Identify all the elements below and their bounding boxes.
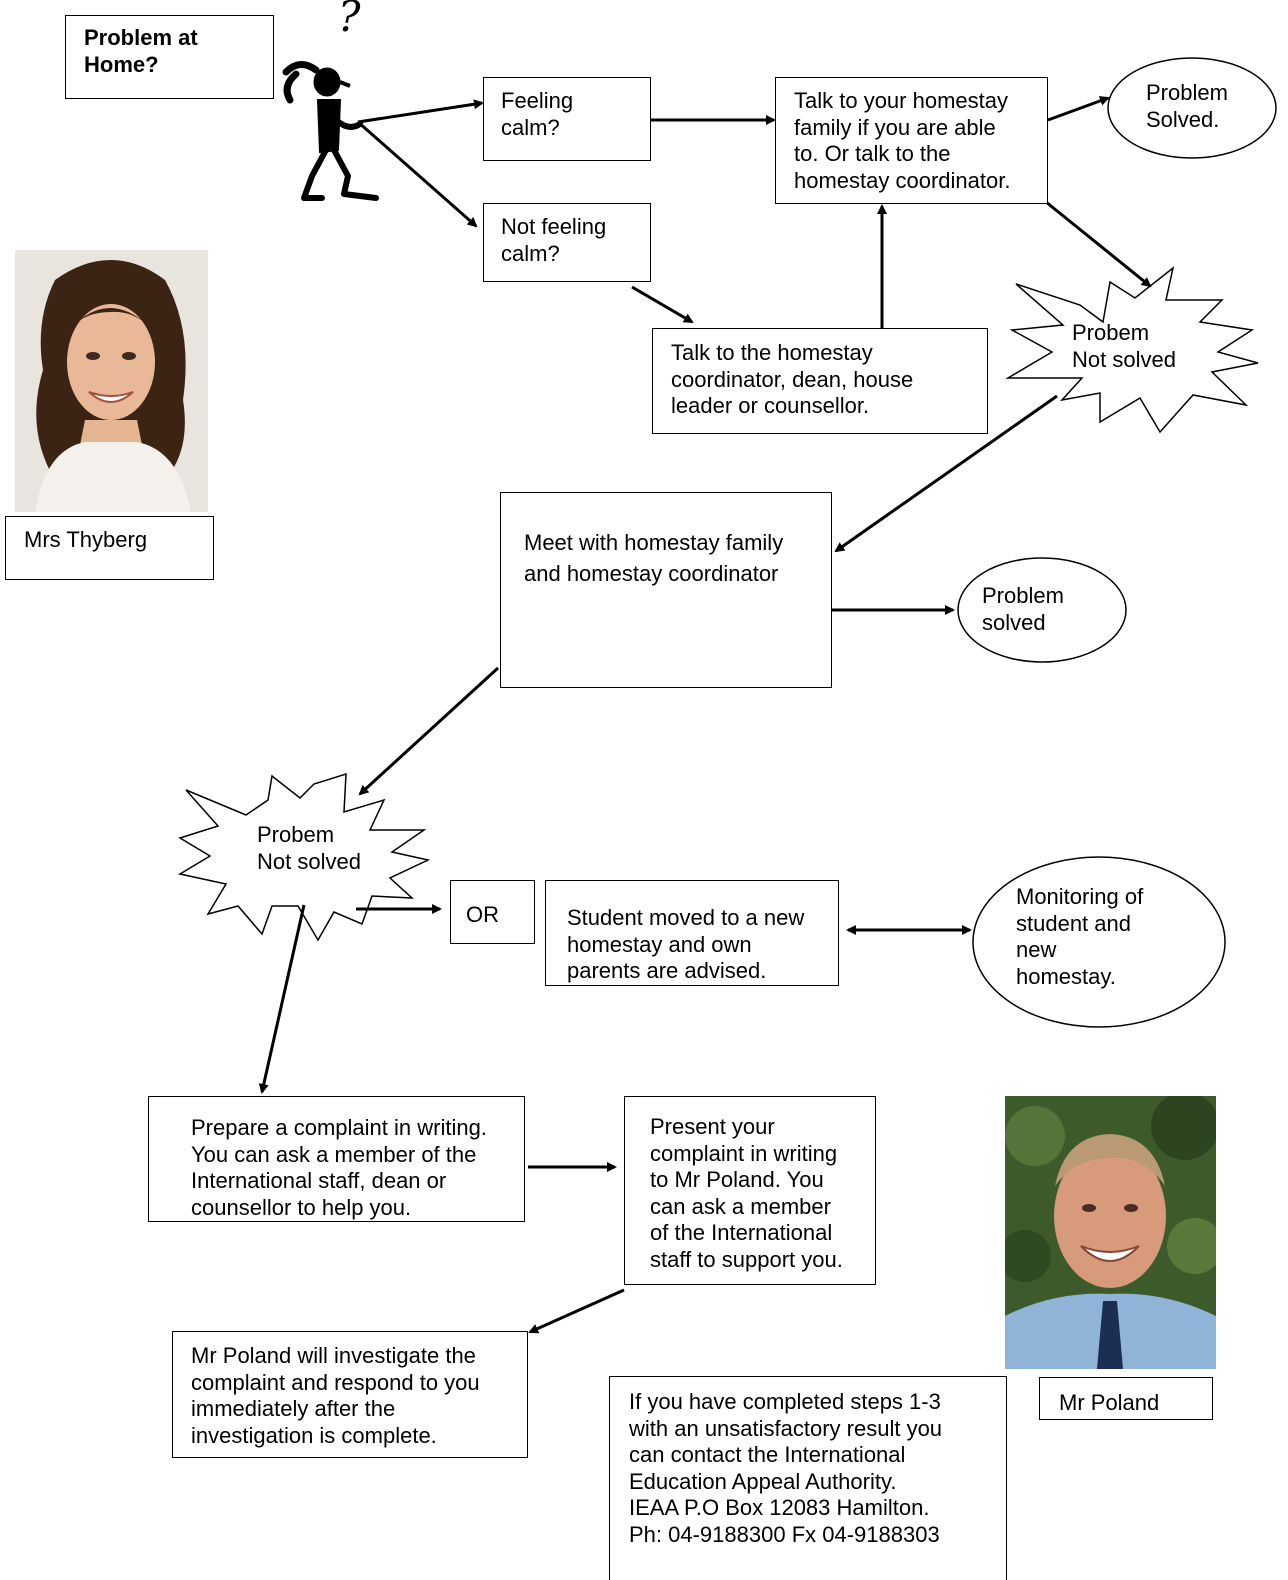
prepare-box: Prepare a complaint in writing. You can … xyxy=(148,1096,525,1222)
oval-monitoring xyxy=(972,856,1226,1028)
moved-box: Student moved to a new homestay and own … xyxy=(545,880,839,986)
mr-poland-name: Mr Poland xyxy=(1059,1390,1160,1415)
present-label: Present your complaint in writing to Mr … xyxy=(650,1114,843,1272)
moved-label: Student moved to a new homestay and own … xyxy=(567,905,805,983)
talk-family-label: Talk to your homestay family if you are … xyxy=(794,88,1011,193)
not-solved-2-label: Probem Not solved xyxy=(257,822,361,874)
feeling-calm-label: Feeling calm? xyxy=(501,88,574,140)
problem-solved-2-label: Problem solved xyxy=(982,583,1064,635)
mr-poland-caption-box: Mr Poland xyxy=(1039,1377,1213,1420)
arrow-to-not-solved-1 xyxy=(1045,200,1152,288)
arrow-to-problem-solved-1 xyxy=(1047,96,1110,122)
feeling-calm-box: Feeling calm? xyxy=(483,77,651,161)
problem-at-home-box: Problem at Home? xyxy=(65,15,274,99)
or-label: OR xyxy=(466,902,499,927)
prepare-label: Prepare a complaint in writing. You can … xyxy=(191,1115,487,1220)
arrow-to-feeling-calm xyxy=(357,99,484,124)
meet-box: Meet with homestay family and homestay c… xyxy=(500,492,832,688)
question-mark: ? xyxy=(338,0,361,41)
arrow-meet-to-not-solved-2 xyxy=(358,666,500,796)
talk-family-box: Talk to your homestay family if you are … xyxy=(775,77,1048,204)
talk-coordinator-box: Talk to the homestay coordinator, dean, … xyxy=(652,328,988,434)
arrow-present-to-investigate xyxy=(528,1288,625,1334)
mr-poland-photo xyxy=(1005,1096,1216,1369)
mrs-thyberg-name: Mrs Thyberg xyxy=(24,527,148,552)
arrow-not-solved-1-to-meet xyxy=(834,394,1058,553)
present-box: Present your complaint in writing to Mr … xyxy=(624,1096,876,1285)
investigate-label: Mr Poland will investigate the complaint… xyxy=(191,1343,480,1448)
monitoring-label: Monitoring of student and new homestay. xyxy=(1016,884,1144,989)
or-box: OR xyxy=(450,880,535,944)
arrow-not-calm-to-coordinator xyxy=(631,285,694,324)
arrow-to-not-feeling-calm xyxy=(357,120,478,228)
mrs-thyberg-caption-box: Mrs Thyberg xyxy=(5,516,214,580)
meet-label: Meet with homestay family and homestay c… xyxy=(524,530,784,586)
oval-problem-solved-1 xyxy=(1107,57,1277,159)
confused-stick-figure-icon xyxy=(282,61,379,201)
appeal-label: If you have completed steps 1-3 with an … xyxy=(629,1389,943,1547)
not-feeling-calm-label: Not feeling calm? xyxy=(501,214,607,266)
starburst-not-solved-1 xyxy=(1005,266,1259,434)
page-title: Problem at Home? xyxy=(84,25,198,77)
talk-coordinator-label: Talk to the homestay coordinator, dean, … xyxy=(671,340,914,418)
appeal-box: If you have completed steps 1-3 with an … xyxy=(609,1376,1007,1580)
mrs-thyberg-photo xyxy=(15,250,208,512)
problem-solved-1-label: Problem Solved. xyxy=(1146,80,1228,132)
not-solved-1-label: Probem Not solved xyxy=(1072,320,1176,372)
oval-problem-solved-2 xyxy=(957,557,1127,663)
investigate-box: Mr Poland will investigate the complaint… xyxy=(172,1331,528,1458)
arrow-not-solved-2-to-prepare xyxy=(258,904,306,1094)
not-feeling-calm-box: Not feeling calm? xyxy=(483,203,651,282)
